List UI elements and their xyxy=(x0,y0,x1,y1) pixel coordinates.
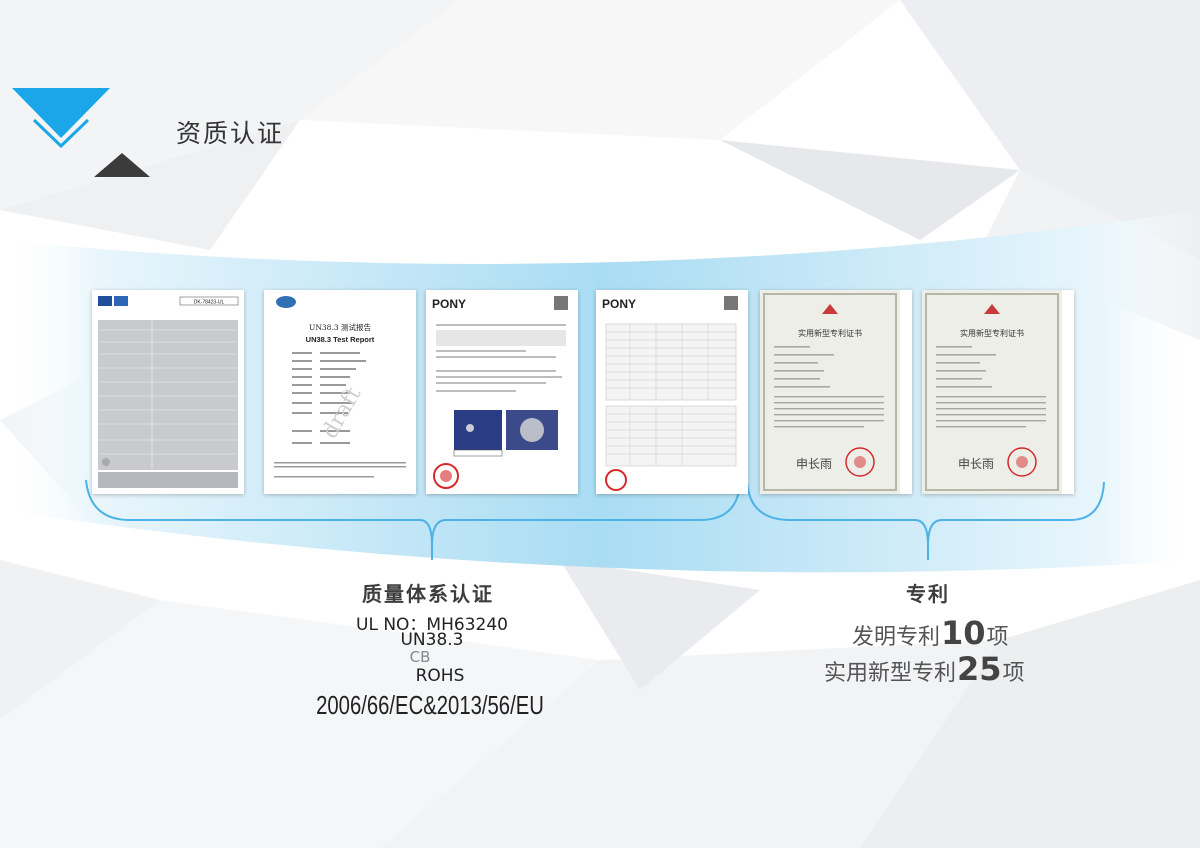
utility-count: 25 xyxy=(957,650,1002,688)
page-title: 资质认证 xyxy=(176,119,285,148)
pony-report-2-image: PONY xyxy=(596,290,748,494)
iec-cb-certificate-image: DK-78423-UL xyxy=(92,290,244,494)
invention-prefix: 发明专利 xyxy=(852,625,941,650)
un38-test-report[interactable]: UN38.3 测试报告 UN38.3 Test Report draft xyxy=(264,290,416,494)
utility-patent-certificate-1[interactable]: 实用新型专利证书 申长雨 xyxy=(760,290,912,494)
iec-cb-certificate[interactable]: DK-78423-UL xyxy=(92,290,244,494)
pony-test-report-2[interactable]: PONY xyxy=(596,290,748,494)
pony-test-report-1[interactable]: PONY xyxy=(426,290,578,494)
pony-logo-2: PONY xyxy=(602,297,636,311)
pony-logo-1: PONY xyxy=(432,297,466,311)
un38-label: UN38.3 xyxy=(400,630,464,650)
quality-heading: 质量体系认证 xyxy=(362,582,494,606)
patent-cert-2-image: 实用新型专利证书 申长雨 xyxy=(922,290,1062,494)
invention-patent-line: 发明专利10项 xyxy=(852,614,1009,652)
patent-cert-1-image: 实用新型专利证书 申长雨 xyxy=(760,290,900,494)
cb-label: CB xyxy=(409,648,431,666)
ul-number: UL NO：MH63240 xyxy=(356,615,508,635)
patent-title-2: 实用新型专利证书 xyxy=(960,328,1024,338)
utility-patent-certificate-2[interactable]: 实用新型专利证书 申长雨 xyxy=(922,290,1074,494)
iec-header-code: DK-78423-UL xyxy=(194,300,225,306)
un38-title-en: UN38.3 Test Report xyxy=(306,335,375,344)
invention-suffix: 项 xyxy=(986,625,1009,650)
un38-title-cn: UN38.3 测试报告 xyxy=(309,322,371,332)
utility-suffix: 项 xyxy=(1002,661,1025,686)
utility-prefix: 实用新型专利 xyxy=(824,661,957,686)
patent-heading: 专利 xyxy=(906,582,950,606)
eu-directive: 2006/66/EC&2013/56/EU xyxy=(316,690,544,720)
pony-report-1-image: PONY xyxy=(426,290,578,494)
svg-text:申长雨: 申长雨 xyxy=(796,457,832,471)
svg-text:申长雨: 申长雨 xyxy=(958,457,994,471)
rohs-label: ROHS xyxy=(415,666,465,686)
invention-count: 10 xyxy=(941,614,986,652)
un38-report-image: UN38.3 测试报告 UN38.3 Test Report draft xyxy=(264,290,416,494)
utility-patent-line: 实用新型专利25项 xyxy=(824,650,1025,688)
patent-title-1: 实用新型专利证书 xyxy=(798,328,862,338)
